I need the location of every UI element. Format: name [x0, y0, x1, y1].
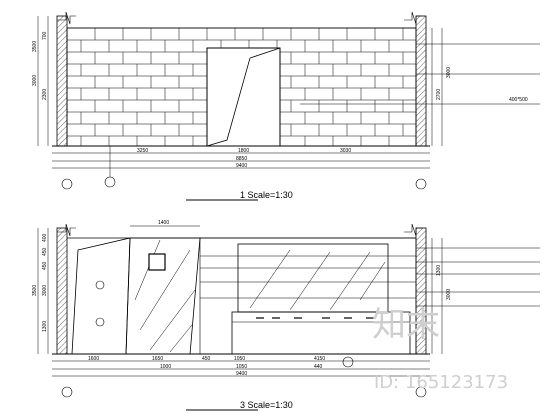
grid-bubble-left-3	[61, 386, 73, 398]
dims-horizontal-3: 1600 1650 450 1050 4150 1000 1050 440 94…	[52, 356, 430, 377]
glass-window	[148, 253, 166, 271]
dims-vertical-left-3: 3500 3000 1300 450 450 400	[32, 228, 49, 354]
elevation-3: 1400 3500 3000 1300 450 450 400 1300 300…	[32, 220, 540, 411]
caption-1: 1 Scale=1:30	[240, 190, 293, 200]
dims-horizontal-1: 3250 1800 3030 8850 9400	[52, 148, 430, 169]
dim-h1-d: 8850	[236, 156, 247, 162]
dim-h3-g: 1050	[236, 364, 247, 370]
right-column	[415, 15, 427, 147]
slanted-panel-left	[71, 237, 131, 355]
display-window-hatch	[249, 249, 386, 311]
dim-top-3: 1400	[158, 220, 169, 226]
dim-h1-e: 9400	[236, 163, 247, 169]
dim-v1-c: 700	[42, 31, 48, 40]
left-column-3	[56, 227, 68, 355]
grid-bubble-left-1	[61, 178, 73, 190]
grid-bubble-right-3	[415, 386, 427, 398]
dims-vertical-right-3: 1300 3000	[431, 238, 452, 354]
elevation-1: 400*500 3000 3500 700 2300 2700 3000 325…	[32, 11, 540, 201]
door-leaf	[206, 47, 281, 147]
dim-v1-a: 3000	[32, 75, 38, 86]
watermark-id: ID: 165123173	[374, 372, 508, 393]
dim-h3-i: 9400	[236, 371, 247, 377]
dim-h1-b: 1800	[238, 148, 249, 154]
dim-v3-f: 400	[42, 233, 48, 242]
detail-symbol-a	[95, 280, 105, 290]
dim-v3-r-a: 1300	[436, 265, 442, 276]
section-symbol-1	[104, 176, 116, 188]
dim-v3-d: 450	[42, 261, 48, 270]
glass-hatch	[134, 239, 196, 353]
dim-h3-b: 1650	[152, 356, 163, 362]
dim-h3-c: 450	[202, 356, 211, 362]
watermark-logo: 知末	[372, 305, 440, 345]
dim-h1-a: 3250	[137, 148, 148, 154]
dim-v1-b: 3500	[32, 41, 38, 52]
detail-symbol-b	[95, 317, 105, 327]
dim-h1-c: 3030	[340, 148, 351, 154]
dim-v1-r-b: 3000	[446, 67, 452, 78]
dims-vertical-right-1: 2700 3000	[431, 28, 452, 146]
display-window	[237, 243, 389, 313]
dim-v3-r-b: 3000	[446, 289, 452, 300]
dim-v3-a: 3500	[32, 285, 38, 296]
grid-bubble-right-1	[415, 178, 427, 190]
dims-vertical-left-1: 3000 3500 700 2300	[32, 16, 49, 146]
dim-v1-d: 2300	[42, 89, 48, 100]
section-symbol-3	[342, 356, 354, 368]
dim-v3-b: 3000	[42, 285, 48, 296]
dim-h3-h: 440	[314, 364, 323, 370]
door-opening	[206, 47, 281, 147]
dim-h3-a: 1600	[88, 356, 99, 362]
caption-3: 3 Scale=1:30	[240, 400, 293, 410]
dim-v3-e: 450	[42, 247, 48, 256]
dim-h3-f: 1000	[160, 364, 171, 370]
dim-v3-c: 1300	[42, 321, 48, 332]
dim-h3-e: 4150	[314, 356, 325, 362]
left-column	[56, 15, 68, 147]
tile-note: 400*500	[509, 97, 528, 103]
dim-v1-r-a: 2700	[436, 89, 442, 100]
dim-h3-d: 1050	[234, 356, 245, 362]
